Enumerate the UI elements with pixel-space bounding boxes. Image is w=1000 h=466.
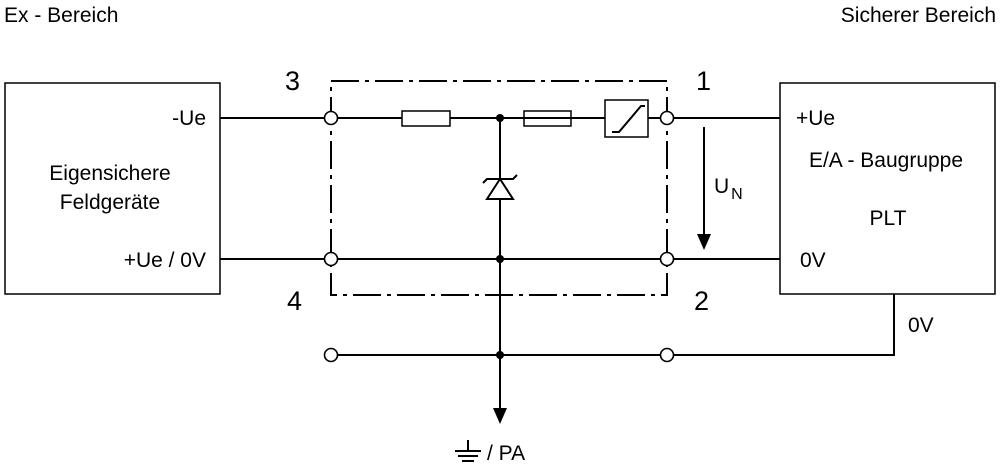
- io-module-subtitle: PLT: [870, 207, 907, 230]
- terminal-3-node: [323, 110, 339, 126]
- ground-arrow: [493, 408, 507, 424]
- resistor-symbol: [401, 110, 451, 127]
- current-limiter-symbol: [604, 99, 649, 138]
- field-device-terminal-bottom: +Ue / 0V: [124, 249, 206, 272]
- ground-icon: [455, 440, 481, 462]
- ex-area-heading: Ex - Bereich: [4, 4, 118, 27]
- junction-dot-top: [496, 114, 504, 122]
- terminal-3-label: 3: [285, 66, 300, 96]
- io-module-terminal-top: +Ue: [796, 107, 835, 130]
- terminal-4-label: 4: [287, 286, 302, 316]
- terminal-1-label: 1: [696, 66, 711, 96]
- field-device-terminal-top: -Ue: [172, 107, 206, 130]
- terminal-2-label: 2: [694, 286, 709, 316]
- wire-zero-volt-return: [674, 294, 895, 356]
- zero-volt-return-label: 0V: [908, 314, 934, 337]
- junction-dot-bottom: [496, 255, 504, 263]
- ground-label: / PA: [487, 442, 525, 465]
- field-device-block: -Ue Eigensichere Feldgeräte +Ue / 0V: [4, 82, 221, 295]
- field-device-title-line2: Feldgeräte: [60, 191, 160, 214]
- io-module-title: E/A - Baugruppe: [809, 149, 963, 172]
- voltage-arrow-head: [697, 234, 711, 250]
- equipotential-right-node: [659, 347, 675, 363]
- field-device-title-line1: Eigensichere: [49, 162, 170, 185]
- terminal-2-node: [659, 251, 675, 267]
- junction-dot-equipotential: [496, 351, 504, 359]
- io-module-block: +Ue E/A - Baugruppe PLT 0V: [779, 82, 996, 295]
- terminal-4-node: [323, 251, 339, 267]
- zener-diode-symbol: [482, 174, 518, 200]
- safe-area-heading: Sicherer Bereich: [841, 4, 996, 27]
- io-module-terminal-bottom: 0V: [800, 249, 826, 272]
- equipotential-left-node: [323, 347, 339, 363]
- terminal-1-node: [659, 110, 675, 126]
